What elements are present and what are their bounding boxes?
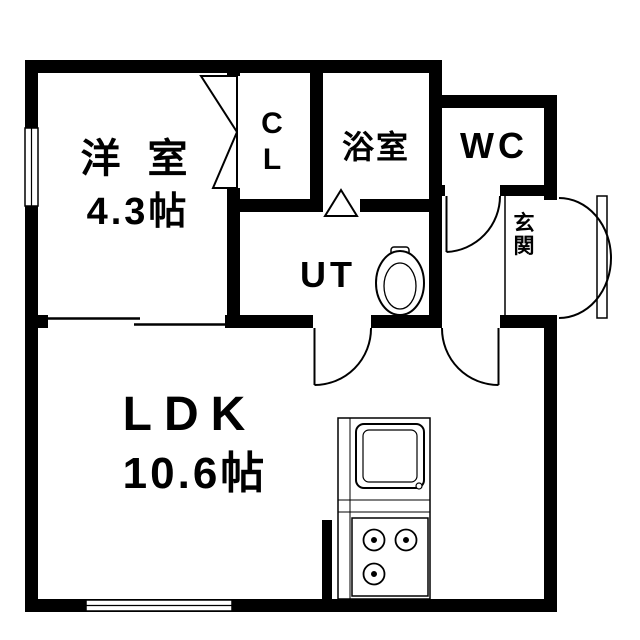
bathroom-label: 浴室	[342, 129, 410, 165]
closet-bifold-door-icon	[199, 75, 238, 189]
sliding-door-icon	[48, 317, 226, 326]
entrance-door-icon	[558, 195, 612, 319]
wall-right-upper	[544, 95, 557, 200]
wall-westernroom-right-bottom	[227, 188, 240, 328]
wall-kitchen-stub	[322, 520, 332, 599]
wall-wc-bottom-left	[429, 185, 445, 196]
wall-divider-2	[225, 315, 313, 328]
room-labels: 洋 室 4.3帖 C L 浴室 WC UT 玄 関 LDK 10.6帖	[80, 107, 534, 498]
fixtures	[337, 246, 431, 600]
western-room-name: 洋 室	[80, 137, 195, 181]
ldk-size: 10.6帖	[123, 449, 268, 498]
ut-door-icon	[313, 327, 373, 386]
kitchen-sink-icon	[355, 423, 425, 490]
doors	[199, 75, 612, 386]
hall-door-icon	[440, 327, 500, 386]
wall-westernroom-right-top	[227, 60, 240, 76]
window-bottom-icon	[85, 599, 233, 612]
bathroom-folding-door-icon	[323, 188, 359, 217]
toilet-label: WC	[460, 125, 528, 166]
entrance-letter-2: 関	[514, 235, 535, 258]
wall-divider-3	[371, 315, 442, 328]
windows	[24, 127, 233, 612]
wall-closet-bathroom	[310, 60, 323, 212]
wall-right-lower	[544, 316, 557, 612]
entrance-letter-1: 玄	[514, 211, 535, 235]
wall-wc-bottom-right	[500, 185, 557, 196]
wall-wc-top	[429, 95, 557, 108]
window-left-icon	[24, 127, 39, 207]
wall-divider-1	[25, 315, 48, 328]
gas-stove-icon	[351, 517, 429, 597]
closet-letter-c: C	[261, 107, 283, 140]
western-room-size: 4.3帖	[87, 191, 190, 233]
wall-ut-top-left	[227, 199, 322, 212]
ldk-name: LDK	[123, 388, 258, 441]
wc-door-icon	[445, 195, 502, 253]
walls	[25, 60, 557, 612]
washbasin-icon	[375, 246, 425, 316]
closet-letter-l: L	[263, 143, 281, 176]
wall-ut-top-right	[360, 199, 442, 212]
utility-label: UT	[300, 254, 356, 295]
wall-divider-4	[500, 315, 557, 328]
